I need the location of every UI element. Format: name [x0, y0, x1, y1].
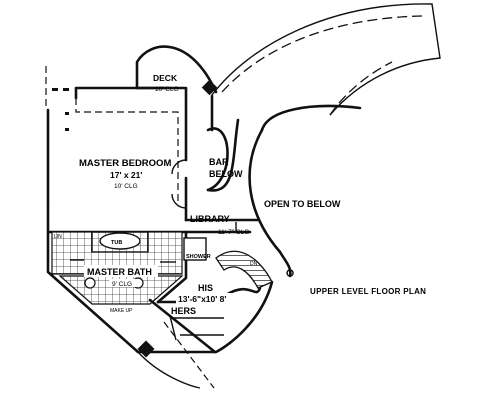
shower-stall — [183, 237, 207, 261]
corner-column — [137, 340, 155, 358]
library-label: LIBRARY — [190, 214, 230, 224]
bar-label: BAR — [209, 157, 229, 167]
stair-treads — [215, 250, 273, 289]
master-bath-label: MASTER BATH — [87, 267, 152, 277]
master-bath — [46, 203, 207, 354]
master-bath-label-bg — [84, 265, 158, 277]
dash-stub — [65, 112, 69, 115]
hers-size-bg — [176, 293, 236, 304]
roof-outline — [211, 3, 441, 116]
deck-label: DECK — [153, 73, 178, 83]
linen-label: LIN — [54, 234, 62, 240]
tub-surround — [91, 231, 149, 253]
hers-size: 13'-6"x10' 8' — [178, 294, 226, 304]
bar-below-label: BELOW — [209, 169, 243, 179]
dash-stub — [65, 128, 69, 131]
make-up-label: MAKE UP — [110, 308, 133, 314]
dash-stub — [63, 88, 69, 91]
room-labels: DECK 10' CLG MASTER BEDROOM 17' x 21' 10… — [54, 73, 426, 316]
dash-stub — [52, 88, 58, 91]
stairs — [215, 250, 273, 297]
deck-column — [201, 79, 218, 96]
open-to-below — [248, 104, 362, 278]
shower-label: SHOWER — [186, 254, 211, 260]
library-clg: 11'-7" CLG — [218, 229, 249, 236]
master-bath-clg-bg — [109, 279, 139, 287]
his-label: HIS — [198, 283, 213, 293]
master-bedroom-clg: 10' CLG — [114, 183, 138, 190]
deck-clg: 10' CLG — [155, 86, 179, 93]
master-bath-clg: 9' CLG — [112, 281, 132, 288]
dn-label: DN — [250, 261, 258, 267]
sink-left — [84, 277, 96, 289]
plan-title: UPPER LEVEL FLOOR PLAN — [310, 287, 426, 296]
hers-label: HERS — [171, 306, 196, 316]
bar-below — [206, 94, 240, 192]
master-bedroom-size: 17' x 21' — [110, 170, 142, 180]
master-bedroom-label: MASTER BEDROOM — [79, 158, 171, 169]
library — [184, 218, 260, 234]
lower-outline — [137, 280, 274, 389]
tub-shape — [99, 232, 141, 250]
tub-label: TUB — [111, 240, 122, 246]
master-bedroom — [45, 66, 188, 222]
open-to-below-label: OPEN TO BELOW — [264, 199, 341, 209]
